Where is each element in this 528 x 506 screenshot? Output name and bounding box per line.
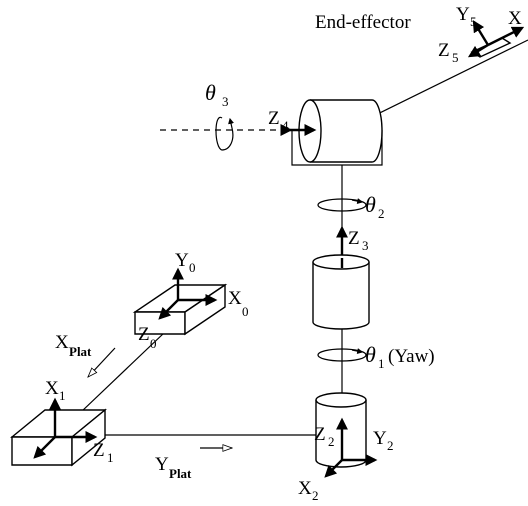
x0-label: X <box>228 288 242 309</box>
z5-label: Z <box>438 40 450 61</box>
theta2-sub: 2 <box>378 206 385 221</box>
x2-sub: 2 <box>312 488 319 503</box>
z3-sub: 3 <box>362 238 369 253</box>
y2-sub: 2 <box>387 438 394 453</box>
frame2-axes <box>324 417 378 478</box>
x5-label: X <box>508 8 522 29</box>
frame0-box <box>132 267 228 336</box>
theta1-label: θ <box>365 342 376 367</box>
theta3-rotation-icon <box>215 116 234 151</box>
z4-label: Z <box>268 108 280 129</box>
z4-sub: 4 <box>282 118 289 133</box>
theta1-rotation-icon <box>317 348 367 362</box>
y5-sub: 5 <box>470 14 477 29</box>
frame1-box <box>10 397 107 467</box>
theta3-sub: 3 <box>222 94 229 109</box>
z1-label: Z <box>93 440 105 461</box>
z3-label: Z <box>348 228 360 249</box>
z2-label: Z <box>314 424 326 445</box>
z2-sub: 2 <box>328 434 335 449</box>
y0-sub: 0 <box>189 260 196 275</box>
yplat-label: Y <box>155 454 169 475</box>
frame5-axes <box>467 19 525 58</box>
joint4-cylinder <box>280 99 383 166</box>
xplat-label: X <box>55 332 69 353</box>
joint3-cylinder <box>312 254 370 330</box>
y0-label: Y <box>175 250 189 271</box>
theta2-rotation-icon <box>317 198 367 212</box>
end-effector-label: End-effector <box>315 12 411 33</box>
theta1-yaw-note: (Yaw) <box>388 346 435 367</box>
y2-label: Y <box>373 428 387 449</box>
theta2-label: θ <box>365 192 376 217</box>
x2-label: X <box>298 478 312 499</box>
z0-sub: 0 <box>150 336 157 351</box>
x0-sub: 0 <box>242 304 249 319</box>
y5-label: Y <box>456 4 470 25</box>
x1-label: X <box>45 378 59 399</box>
xplat-sub: Plat <box>69 344 92 359</box>
theta1-sub: 1 <box>378 356 385 371</box>
yplat-sub: Plat <box>169 466 192 481</box>
z5-sub: 5 <box>452 50 459 65</box>
z1-sub: 1 <box>107 450 114 465</box>
xplat-arrow <box>88 347 116 377</box>
z0-label: Z <box>138 324 150 345</box>
theta3-label: θ <box>205 80 216 105</box>
x1-sub: 1 <box>59 388 66 403</box>
